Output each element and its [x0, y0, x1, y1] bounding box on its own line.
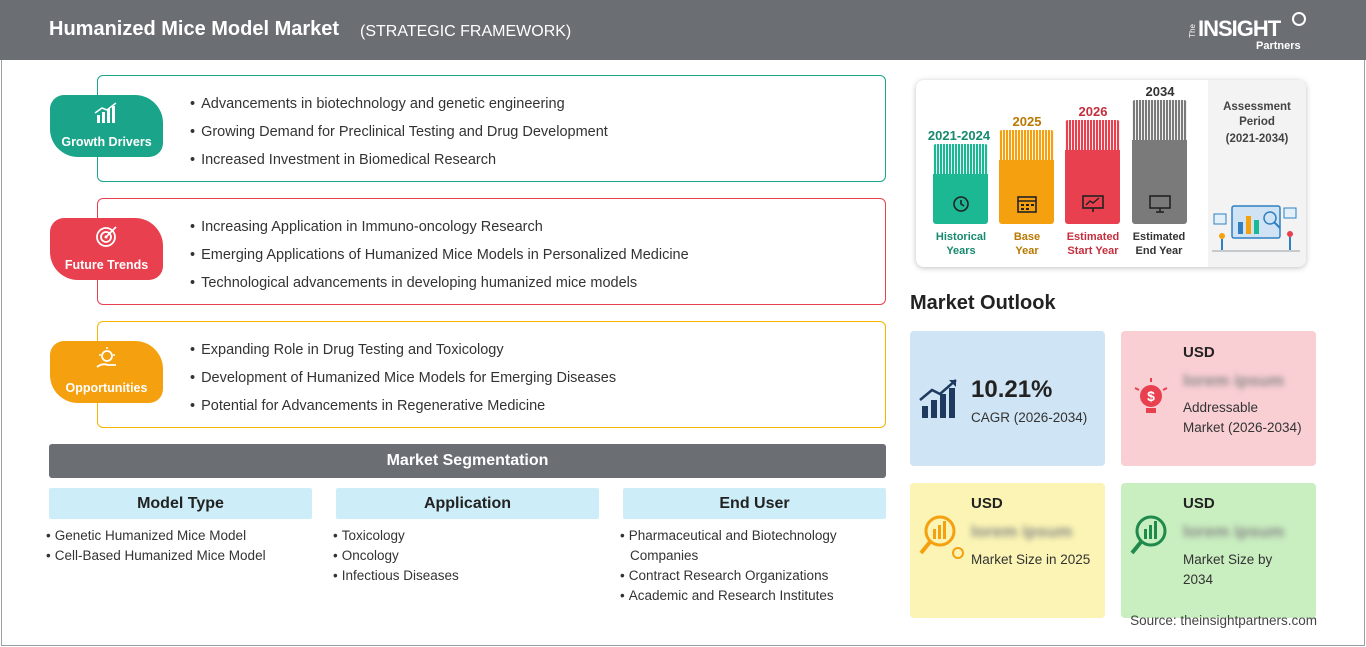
cagr-label: CAGR (2026-2034): [971, 410, 1088, 425]
logo-partners-text: Partners: [1256, 40, 1301, 52]
logo-the-text: The: [1188, 24, 1197, 38]
insight-partners-logo: The INSIGHT Partners: [1188, 10, 1312, 54]
caption-line: Start Year: [1067, 245, 1119, 257]
opportunities-box: Expanding Role in Drug Testing and Toxic…: [97, 321, 886, 428]
segment-heading-end-user: End User: [623, 488, 886, 519]
application-list: Toxicology Oncology Infectious Diseases: [333, 526, 603, 586]
lightbulb-hand-icon: [96, 347, 116, 368]
caption-line: Base: [1013, 231, 1041, 243]
page-subtitle: (STRATEGIC FRAMEWORK): [360, 23, 572, 40]
opportunities-badge: Opportunities: [50, 341, 163, 403]
opportunities-label: Opportunities: [65, 381, 148, 395]
growth-bars-icon: [919, 379, 957, 418]
timeline-caption-historical: Historical Years: [926, 230, 996, 258]
future-trends-list: Increasing Application in Immuno-oncolog…: [190, 217, 689, 301]
opportunity-item: Expanding Role in Drug Testing and Toxic…: [190, 340, 616, 368]
history-icon: [953, 196, 969, 212]
growth-drivers-list: Advancements in biotechnology and geneti…: [190, 94, 608, 178]
opportunities-list: Expanding Role in Drug Testing and Toxic…: [190, 340, 616, 424]
addressable-value-blurred: lorem ipsum: [1183, 371, 1285, 390]
segment-item: Genetic Humanized Mice Model: [46, 526, 316, 546]
magnifier-chart-icon: [919, 515, 964, 559]
size2025-usd: USD: [971, 495, 1003, 512]
caption-line: Historical: [935, 231, 987, 243]
timeline-bar-base: [999, 130, 1054, 224]
target-icon: [96, 226, 117, 247]
caption-line: Years: [946, 245, 976, 257]
segment-item: Pharmaceutical and Biotechnology Compani…: [620, 526, 875, 566]
logo-insight-text: INSIGHT: [1198, 16, 1281, 41]
opportunity-item: Potential for Advancements in Regenerati…: [190, 396, 616, 424]
header-bar: Humanized Mice Model Market (STRATEGIC F…: [0, 0, 1366, 60]
monitor-icon: [1149, 195, 1171, 213]
caption-line: Year: [1015, 245, 1039, 257]
calendar-icon: [1017, 196, 1037, 213]
addressable-label: Addressable Market (2026-2034): [1183, 400, 1302, 435]
timeline-bar-historical: [933, 144, 988, 224]
size2034-value-blurred: lorem ipsum: [1183, 522, 1285, 541]
source-citation: Source: theinsightpartners.com: [1130, 613, 1317, 628]
segment-item: Infectious Diseases: [333, 566, 603, 586]
logo-ring-icon: [1292, 12, 1306, 26]
future-trends-badge: Future Trends: [50, 218, 163, 280]
addressable-usd: USD: [1183, 344, 1215, 361]
segment-item: Oncology: [333, 546, 603, 566]
caption-line: Estimated: [1066, 231, 1120, 243]
segment-item: Academic and Research Institutes: [620, 586, 875, 606]
growth-driver-item: Growing Demand for Preclinical Testing a…: [190, 122, 608, 150]
segment-item: Toxicology: [333, 526, 603, 546]
analytics-illustration-icon: [1212, 205, 1300, 252]
model-type-list: Genetic Humanized Mice Model Cell-Based …: [46, 526, 316, 566]
assessment-period-label: Assessment Period: [1223, 101, 1291, 128]
svg-text:$: $: [1147, 388, 1155, 404]
timeline-year-start: 2026: [1078, 104, 1108, 119]
content-frame: [1, 60, 1365, 646]
caption-line: Estimated: [1132, 231, 1186, 243]
market-size-2025-card: USD lorem ipsum Market Size in 2025: [910, 483, 1105, 618]
growth-drivers-label: Growth Drivers: [61, 135, 152, 149]
growth-driver-item: Increased Investment in Biomedical Resea…: [190, 150, 608, 178]
presentation-icon: [1082, 195, 1104, 212]
size2034-label: Market Size by 2034: [1183, 552, 1273, 587]
market-outlook-title: Market Outlook: [910, 292, 1056, 314]
segment-heading-model-type: Model Type: [49, 488, 312, 519]
cagr-value: 10.21%: [971, 376, 1053, 403]
segment-heading-application: Application: [336, 488, 599, 519]
size2034-usd: USD: [1183, 495, 1215, 512]
timeline-caption-base: Base Year: [992, 230, 1062, 258]
timeline-year-historical: 2021-2024: [927, 128, 991, 143]
timeline-bar-start: [1065, 120, 1120, 224]
cagr-card: 10.21% CAGR (2026-2034): [910, 331, 1105, 466]
caption-line: End Year: [1135, 245, 1183, 257]
timeline-caption-end: Estimated End Year: [1124, 230, 1194, 258]
page-title: Humanized Mice Model Market: [49, 18, 340, 40]
timeline-bar-end: [1132, 100, 1187, 224]
future-trends-label: Future Trends: [64, 258, 149, 272]
market-segmentation-bar: Market Segmentation: [49, 444, 886, 478]
future-trend-item: Emerging Applications of Humanized Mice …: [190, 245, 689, 273]
timeline-year-base: 2025: [1012, 114, 1042, 129]
future-trends-box: Increasing Application in Immuno-oncolog…: [97, 198, 886, 305]
assessment-period-range: (2021-2034): [1225, 133, 1289, 145]
growth-drivers-badge: Growth Drivers: [50, 95, 163, 157]
addressable-market-card: $ USD lorem ipsum Addressable Market (20…: [1121, 331, 1316, 466]
magnifier-growth-icon: [1130, 515, 1167, 555]
future-trend-item: Technological advancements in developing…: [190, 273, 689, 301]
growth-chart-icon: [94, 102, 117, 123]
opportunity-item: Development of Humanized Mice Models for…: [190, 368, 616, 396]
market-size-2034-card: USD lorem ipsum Market Size by 2034: [1121, 483, 1316, 618]
end-user-list: Pharmaceutical and Biotechnology Compani…: [620, 526, 875, 606]
size2025-label: Market Size in 2025: [971, 552, 1091, 567]
dollar-bulb-icon: $: [1134, 378, 1168, 413]
growth-driver-item: Advancements in biotechnology and geneti…: [190, 94, 608, 122]
segment-item: Cell-Based Humanized Mice Model: [46, 546, 316, 566]
segment-item: Contract Research Organizations: [620, 566, 875, 586]
future-trend-item: Increasing Application in Immuno-oncolog…: [190, 217, 689, 245]
timeline-year-end: 2034: [1145, 84, 1175, 99]
timeline-caption-start: Estimated Start Year: [1058, 230, 1128, 258]
size2025-value-blurred: lorem ipsum: [971, 522, 1073, 541]
growth-drivers-box: Advancements in biotechnology and geneti…: [97, 75, 886, 182]
